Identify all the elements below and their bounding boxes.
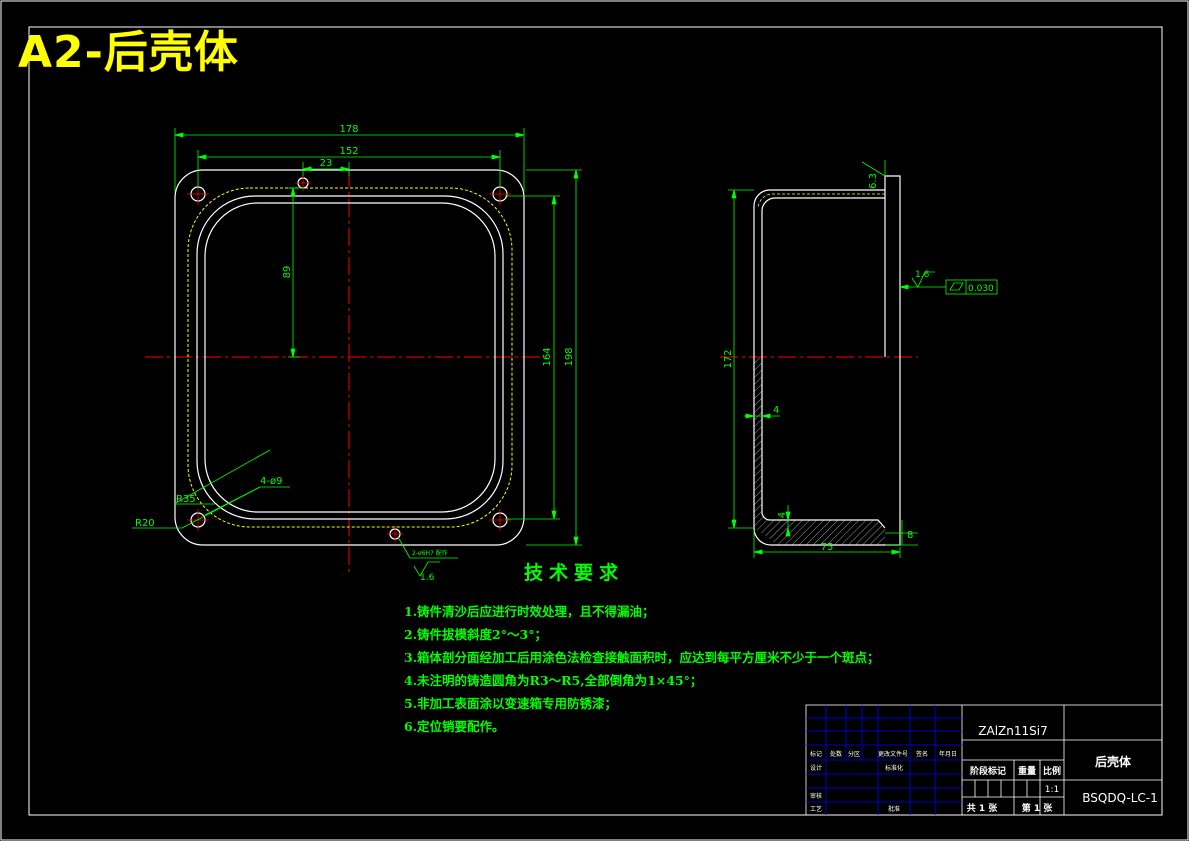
flange-outline <box>174 169 525 546</box>
dim-label-roughness-6-3: 6.3 <box>868 173 879 189</box>
dim-label-75: 75 <box>821 542 834 553</box>
flange-profile <box>885 175 901 357</box>
dowel-hole-bottom <box>387 526 403 542</box>
drawing-frame <box>28 26 1163 816</box>
flatness-value: 0.030 <box>968 284 994 294</box>
requirements-list: 1.铸件清沙后应进行时效处理，且不得漏油； 2.铸件拔模斜度2°～3°； 3.箱… <box>404 600 880 738</box>
dim-label-178: 178 <box>339 124 358 135</box>
title-block-standardize: 标准化 <box>885 764 903 772</box>
title-block-row-label-2: 处数 <box>830 750 842 758</box>
radius-leaders <box>132 449 458 559</box>
title-block-stage-mark: 阶段标记 <box>970 765 1006 777</box>
dimension-172 <box>728 189 754 529</box>
title-block-row-label-5: 签名 <box>916 750 928 758</box>
dim-label-152: 152 <box>339 146 358 157</box>
title-block-row-label-4: 更改文件号 <box>878 750 908 758</box>
dimension-8 <box>885 520 918 546</box>
inner-wall-inner <box>204 202 496 513</box>
revision-grid <box>806 705 962 815</box>
title-block <box>805 704 1163 816</box>
dimension-152 <box>197 150 501 188</box>
dim-label-89: 89 <box>282 266 293 279</box>
dim-label-pin-note: 2-ø6H7 配作 <box>412 549 448 557</box>
dim-label-164: 164 <box>542 347 553 366</box>
inner-wall-outer <box>196 195 504 520</box>
title-block-part-name: 后壳体 <box>1095 754 1132 769</box>
title-block-row-label-3: 分区 <box>848 750 860 758</box>
outer-shell-profile <box>753 189 885 546</box>
requirement-item: 1.铸件清沙后应进行时效处理，且不得漏油； <box>404 604 655 619</box>
requirements-heading: 技术要求 <box>524 562 625 584</box>
title-block-row-label-1: 标记 <box>810 750 822 758</box>
title-block-sheet-no: 第 1 张 <box>1022 802 1054 814</box>
dim-label-r35: R35 <box>176 494 196 505</box>
dim-label-198: 198 <box>564 347 575 366</box>
title-block-weight: 重量 <box>1018 765 1036 777</box>
sealing-groove-hidden-line <box>187 187 513 528</box>
dim-label-172: 172 <box>723 349 734 368</box>
roughness-symbol-dowel <box>413 561 440 577</box>
requirement-item: 2.铸件拔模斜度2°～3°； <box>404 627 547 642</box>
dimension-wall-4 <box>744 413 780 419</box>
drawing-title: A2-后壳体 <box>18 27 239 78</box>
side-view <box>720 160 998 558</box>
requirement-item: 3.箱体剖分面经加工后用涂色法检查接触面积时，应达到每平方厘米不少于一个斑点； <box>404 650 880 665</box>
title-block-sheets-total: 共 1 张 <box>967 802 999 814</box>
dim-label-roughness-dowel: 1.6 <box>420 573 435 583</box>
dim-label-roughness-1-6: 1.6 <box>915 270 930 280</box>
dim-label-23: 23 <box>320 158 333 169</box>
title-block-approve: 批准 <box>888 805 900 813</box>
dim-label-r20: R20 <box>135 518 155 529</box>
dimension-198 <box>526 169 582 546</box>
dim-label-holes: 4-ø9 <box>260 476 282 487</box>
dim-label-8: 8 <box>907 530 913 541</box>
inner-shell-profile <box>761 197 886 529</box>
front-view <box>132 128 582 577</box>
title-block-row-label-6: 年月日 <box>939 750 957 758</box>
title-block-review: 审核 <box>810 792 822 800</box>
dimension-89 <box>288 187 303 358</box>
title-block-material: ZAlZn11Si7 <box>978 724 1047 738</box>
dim-label-base-4: 4 <box>777 512 788 518</box>
bolt-hole-bottom-right <box>489 509 511 531</box>
title-block-scale-value: 1:1 <box>1045 785 1059 795</box>
title-block-process: 工艺 <box>810 805 822 813</box>
dimension-base-4 <box>785 505 791 537</box>
section-hatch <box>754 358 885 545</box>
dimension-75 <box>753 530 901 558</box>
requirement-item: 5.非加工表面涂以变速箱专用防锈漆； <box>404 696 618 711</box>
dimension-23 <box>302 162 350 176</box>
title-block-scale-label: 比例 <box>1043 765 1061 777</box>
dimension-178 <box>174 128 525 192</box>
title-block-drawing-no: BSQDQ-LC-1 <box>1082 791 1157 805</box>
dowel-hole-top <box>295 175 311 191</box>
dim-label-wall-4: 4 <box>773 405 779 416</box>
flatness-tolerance-callout <box>899 271 998 295</box>
requirement-item: 4.未注明的铸造圆角为R3～R5,全部倒角为1×45°； <box>404 673 703 688</box>
dimension-164 <box>505 195 560 520</box>
requirement-item: 6.定位销要配作。 <box>404 719 505 734</box>
roughness-symbol-6-3 <box>861 160 886 177</box>
title-block-designer: 设计 <box>810 764 822 772</box>
side-hidden-line <box>757 193 885 209</box>
